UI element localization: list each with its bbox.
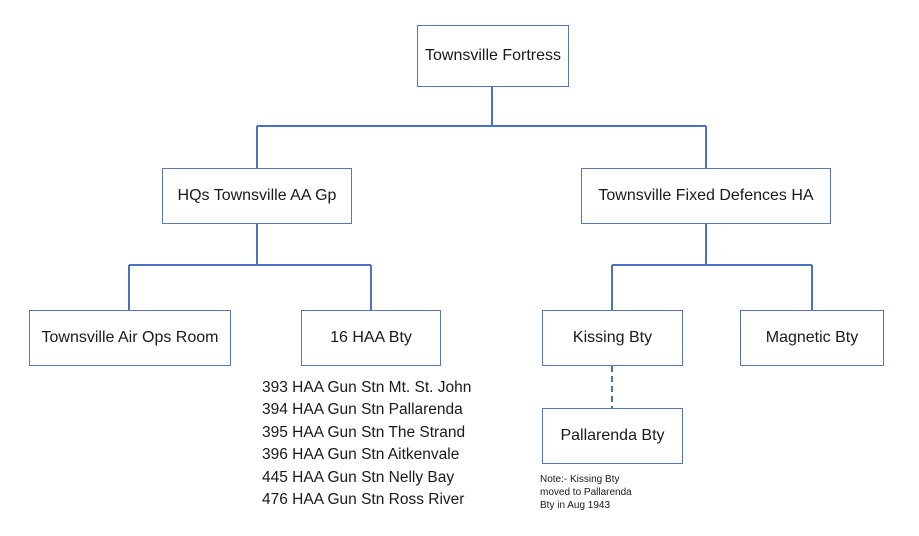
pallarenda-note: Note:- Kissing Bty moved to Pallarenda B… [540, 473, 670, 512]
node-townsville-fixed-defences-ha: Townsville Fixed Defences HA [581, 168, 831, 224]
node-kissing-bty: Kissing Bty [542, 310, 683, 366]
node-pallarenda-bty: Pallarenda Bty [542, 408, 683, 464]
gun-station-item: 396 HAA Gun Stn Aitkenvale [262, 446, 460, 464]
gun-station-item: 394 HAA Gun Stn Pallarenda [262, 401, 463, 419]
note-line: moved to Pallarenda [540, 487, 632, 498]
gun-station-list: 393 HAA Gun Stn Mt. St. John 394 HAA Gun… [262, 377, 471, 511]
gun-station-item: 476 HAA Gun Stn Ross River [262, 491, 465, 509]
node-magnetic-bty: Magnetic Bty [740, 310, 884, 366]
gun-station-item: 395 HAA Gun Stn The Strand [262, 423, 466, 441]
node-townsville-fortress: Townsville Fortress [417, 25, 569, 87]
gun-station-item: 393 HAA Gun Stn Mt. St. John [262, 379, 472, 396]
note-line: Bty in Aug 1943 [540, 500, 611, 511]
node-townsville-air-ops-room: Townsville Air Ops Room [29, 310, 231, 366]
node-16-haa-bty: 16 HAA Bty [301, 310, 441, 366]
node-hqs-townsville-aa-gp: HQs Townsville AA Gp [162, 168, 352, 224]
gun-station-item: 445 HAA Gun Stn Nelly Bay [262, 468, 455, 486]
note-line: Note:- Kissing Bty [540, 474, 620, 485]
